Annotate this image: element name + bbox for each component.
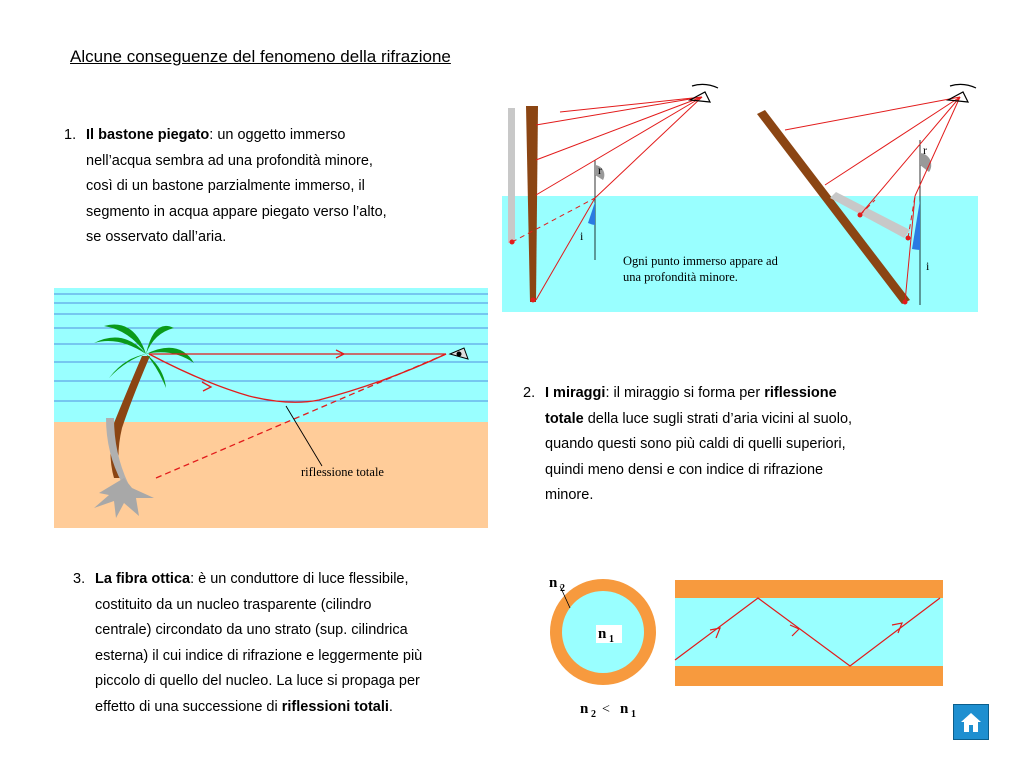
svg-text:i: i [580,229,584,243]
section-number: 1. [64,127,77,143]
sand-area [54,422,488,528]
fiber-cladding-bottom [675,666,943,686]
ray [559,96,703,113]
palm-leaves [94,324,194,388]
section-heading: Il bastone piegato [86,127,210,143]
stick-reflection [508,108,515,243]
svg-text:1: 1 [631,709,636,720]
svg-text:r: r [598,163,602,177]
svg-text:n: n [598,626,607,642]
ray-virtual [511,197,596,243]
ray [535,96,703,196]
ray [535,96,703,161]
svg-text:i: i [926,259,930,273]
sky-area [54,288,488,422]
page-title: Alcune conseguenze del fenomeno della ri… [70,47,451,66]
angle-r [595,165,605,180]
fiber-cladding-top [675,580,943,598]
ray [535,96,703,126]
home-button[interactable] [953,704,989,740]
eye-icon [687,83,719,103]
svg-text:1: 1 [609,634,614,645]
ray [859,96,961,216]
ray [784,96,961,131]
ray [904,195,916,303]
svg-text:n: n [549,575,558,591]
ray-virtual [907,195,916,239]
ray [914,96,961,197]
svg-text:<: < [602,702,610,717]
mirage-label: riflessione totale [301,465,384,479]
section-heading: I miraggi [545,385,606,401]
eye-icon [945,83,977,103]
diagram-fiber: n 2 n 1 n 2 < n 1 [549,575,943,720]
section-heading: La fibra ottica [95,571,191,587]
stick-tilted [757,110,910,304]
diagram-mirage: riflessione totale [54,288,488,528]
stick [526,106,538,302]
palm-trunk-reflection [106,418,128,483]
section-bastone: 1. Il bastone piegato: un oggetto immers… [64,123,484,251]
ray [535,197,596,301]
ray [824,96,961,186]
svg-text:n: n [620,701,629,717]
svg-text:Ogni punto immerso appare ad: Ogni punto immerso appare ad [623,254,779,268]
section-number: 3. [73,571,86,587]
ray-virtual [859,199,876,216]
angle-i [912,200,920,250]
home-icon [961,713,981,732]
stick-apparent [830,192,910,238]
svg-text:n: n [580,701,589,717]
fiber-core [675,598,943,666]
ray-virtual [155,353,447,479]
ray [594,96,703,199]
palm-roots [94,478,154,518]
svg-text:r: r [923,143,927,157]
svg-text:2: 2 [591,709,596,720]
angle-i [588,202,595,225]
section-number: 2. [523,385,536,401]
diagram-bent-stick: r i Ogni punto immerso appare ad una pro… [502,83,978,312]
section-miraggi: 2. I miraggi: il miraggio si forma per r… [523,381,943,509]
svg-text:2: 2 [560,583,565,594]
svg-text:una profondità minore.: una profondità minore. [623,270,738,284]
section-fibra: 3. La fibra ottica: è un conduttore di l… [73,567,503,720]
